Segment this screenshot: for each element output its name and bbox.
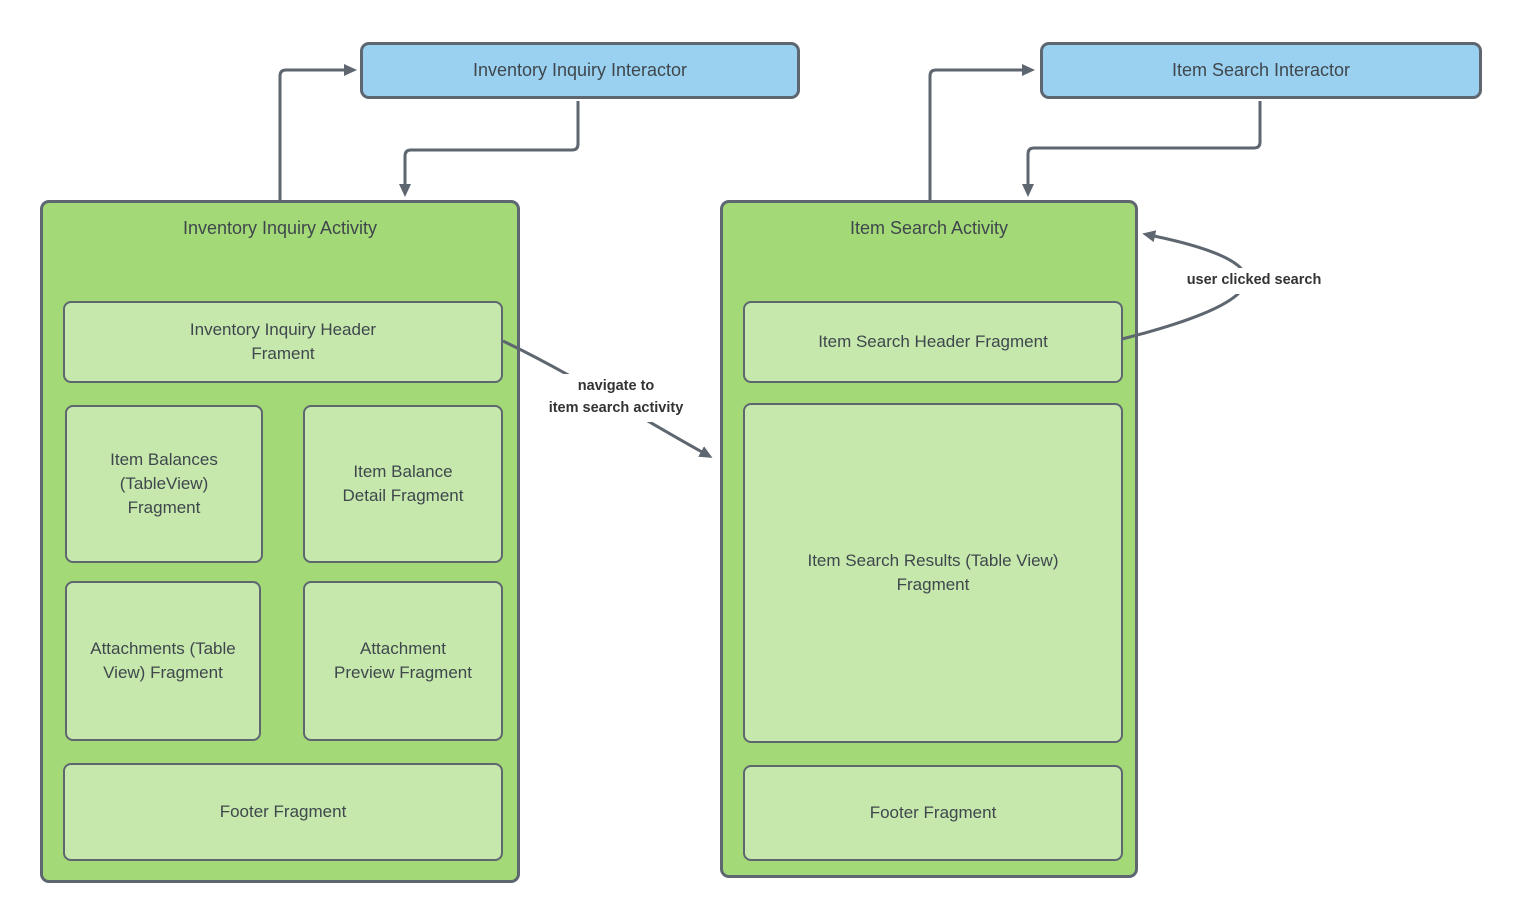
inventory-inquiry-activity-title: Inventory Inquiry Activity [182, 218, 378, 238]
inventory-inquiry-interactor-node: Inventory Inquiry Interactor [360, 42, 800, 99]
inventory-inquiry-header-fragment-label: Inventory Inquiry Header Frament [189, 320, 377, 363]
footer-fragment-right-node: Footer Fragment [743, 765, 1123, 861]
attachments-table-view-fragment-node: Attachments (Table View) Fragment [65, 581, 261, 741]
item-search-activity-title: Item Search Activity [849, 218, 1009, 238]
footer-fragment-left-label: Footer Fragment [219, 802, 347, 822]
item-balance-detail-fragment-label: Item Balance Detail Fragment [342, 462, 464, 505]
user-clicked-search-edge-label: user clicked search [1164, 268, 1344, 294]
item-balances-tableview-fragment-node: Item Balances (TableView) Fragment [65, 405, 263, 563]
item-balance-detail-fragment-node: Item Balance Detail Fragment [303, 405, 503, 563]
inventory-inquiry-interactor-label: Inventory Inquiry Interactor [472, 60, 688, 80]
navigate-edge-label: navigate to item search activity [522, 374, 710, 422]
item-search-header-fragment-node: Item Search Header Fragment [743, 301, 1123, 383]
item-search-header-fragment-label: Item Search Header Fragment [818, 332, 1048, 352]
arrow-search-activity-to-interactor [928, 64, 1035, 201]
item-search-interactor-node: Item Search Interactor [1040, 42, 1482, 99]
attachments-table-view-fragment-label: Attachments (Table View) Fragment [90, 639, 236, 682]
item-search-results-fragment-label: Item Search Results (Table View) Fragmen… [807, 551, 1059, 594]
arrow-search-interactor-to-activity [1022, 101, 1262, 197]
inventory-inquiry-header-fragment-node: Inventory Inquiry Header Frament [63, 301, 503, 383]
attachment-preview-fragment-label: Attachment Preview Fragment [334, 639, 472, 682]
item-search-results-fragment-node: Item Search Results (Table View) Fragmen… [743, 403, 1123, 743]
item-search-interactor-label: Item Search Interactor [1171, 60, 1351, 80]
footer-fragment-right-label: Footer Fragment [869, 803, 997, 823]
arrow-inventory-interactor-to-activity [399, 101, 580, 197]
arrow-inventory-activity-to-interactor [278, 64, 357, 201]
item-balances-tableview-fragment-label: Item Balances (TableView) Fragment [110, 450, 218, 517]
footer-fragment-left-node: Footer Fragment [63, 763, 503, 861]
inventory-inquiry-activity-node: Inventory Inquiry Activity Inventory Inq… [40, 200, 520, 883]
item-search-activity-node: Item Search Activity Item Search Header … [720, 200, 1138, 878]
attachment-preview-fragment-node: Attachment Preview Fragment [303, 581, 503, 741]
